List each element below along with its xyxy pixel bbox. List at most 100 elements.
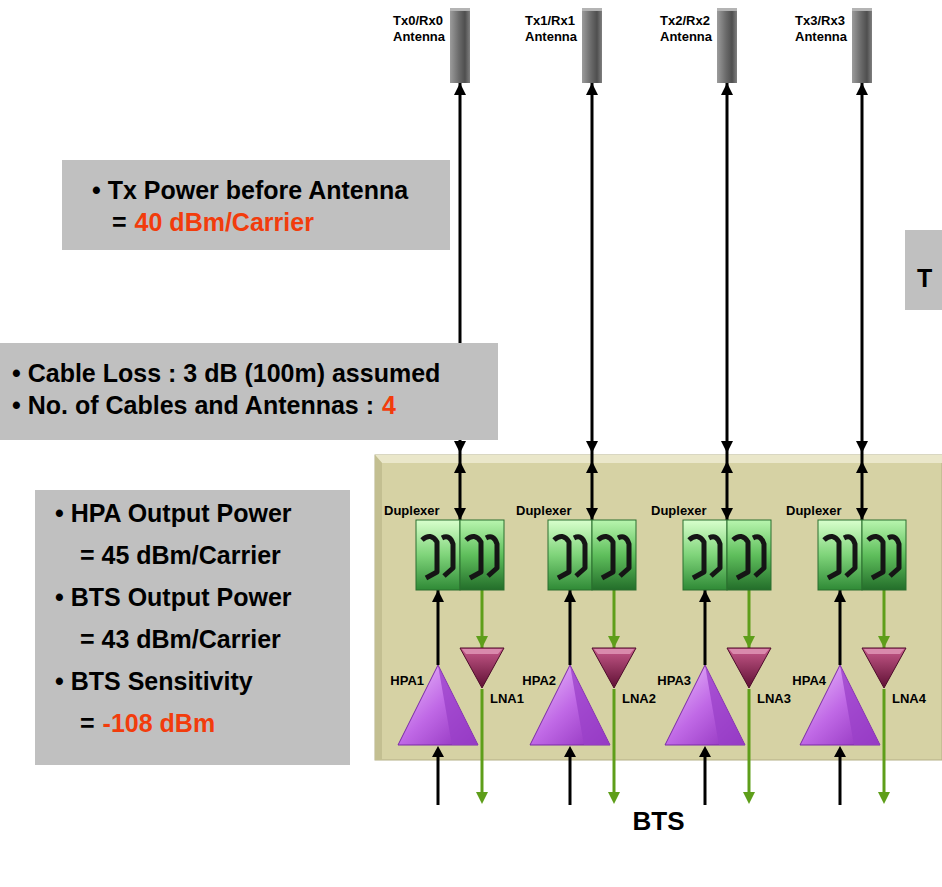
- filter-glyph: [709, 537, 720, 576]
- shape-outline: [683, 520, 771, 590]
- info-box: • Tx Power before Antenna = 40 dBm/Carrier: [62, 160, 450, 250]
- antenna-label: Tx1/Rx1 Antenna: [525, 13, 577, 45]
- duplexer-block: Duplexer: [818, 520, 906, 590]
- duplexer-panel: [683, 520, 727, 590]
- filter-glyph: [554, 536, 569, 578]
- shape-outline: [460, 648, 504, 688]
- text-line: = 40 dBm/Carrier: [92, 206, 408, 238]
- text-line: • Tx Power before Antenna: [92, 174, 408, 206]
- filter-glyph: [868, 536, 883, 578]
- box-content: • Cable Loss : 3 dB (100m) assumed• No. …: [12, 357, 440, 421]
- filter-glyph: [466, 536, 481, 578]
- info-text: • Tx Power before Antenna: [92, 176, 408, 204]
- antenna-label: Tx0/Rx0 Antenna: [393, 13, 445, 45]
- antenna-label: Tx3/Rx3 Antenna: [795, 13, 847, 45]
- signal-arrow: [459, 83, 462, 520]
- hpa-amplifier: HPA4: [800, 665, 880, 745]
- text-line: T: [917, 262, 932, 294]
- filter-glyph: [689, 536, 704, 578]
- hpa-amplifier: HPA2: [530, 665, 610, 745]
- amplifier-face: [705, 665, 745, 745]
- filter-glyph: [844, 537, 855, 576]
- filter-glyph: [422, 536, 437, 578]
- text-line: • Cable Loss : 3 dB (100m) assumed: [12, 357, 440, 389]
- amplifier-label: HPA1: [390, 673, 424, 688]
- shape-outline: [727, 648, 771, 688]
- info-text: • BTS Sensitivity: [55, 667, 253, 695]
- duplexer-label: Duplexer: [786, 503, 842, 518]
- amplifier-label: HPA3: [657, 673, 691, 688]
- filter-glyph: [733, 536, 748, 578]
- signal-arrow: [613, 590, 616, 648]
- text-line: • HPA Output Power: [55, 492, 292, 534]
- filter-glyph: [618, 537, 629, 576]
- amplifier-label: LNA4: [892, 691, 926, 706]
- filter-glyph: [442, 537, 453, 576]
- lna-amplifier: LNA2: [592, 648, 636, 688]
- antenna: Tx0/Rx0 Antenna: [450, 8, 470, 83]
- amplifier-face: [594, 649, 634, 654]
- info-text: • No. of Cables and Antennas :: [12, 391, 374, 419]
- duplexer-block: Duplexer: [548, 520, 636, 590]
- text-line: • No. of Cables and Antennas : 4: [12, 389, 440, 421]
- hpa-input-heads: [432, 746, 846, 757]
- amplifier-label: LNA3: [757, 691, 791, 706]
- bts-label: BTS: [633, 806, 685, 837]
- duplexer-panel: [548, 520, 592, 590]
- signal-arrow: [726, 83, 729, 520]
- info-box: • HPA Output Power = 45 dBm/Carrier • BTS …: [35, 490, 350, 765]
- signal-arrow: [861, 83, 864, 520]
- signal-arrow: [437, 590, 440, 665]
- hpa-amplifier: HPA1: [398, 665, 478, 745]
- info-text: =: [112, 208, 127, 236]
- info-text: = 43 dBm/Carrier: [80, 625, 281, 653]
- antenna-label: Tx2/Rx2 Antenna: [660, 13, 712, 45]
- hpa-input-arrows: [438, 756, 840, 805]
- duplexer-label: Duplexer: [384, 503, 440, 518]
- amplifier-face: [864, 649, 904, 654]
- bts-side-bevel: [375, 455, 382, 760]
- text-line: = 45 dBm/Carrier: [55, 534, 292, 576]
- info-box: T: [905, 230, 942, 310]
- info-text: • BTS Output Power: [55, 583, 292, 611]
- shape-outline: [592, 648, 636, 688]
- text-line: • BTS Sensitivity: [55, 660, 292, 702]
- signal-arrow: [481, 590, 484, 648]
- lna-amplifier: LNA4: [862, 648, 906, 688]
- text-line: • BTS Output Power: [55, 576, 292, 618]
- duplexer-block: Duplexer: [683, 520, 771, 590]
- info-text: 40 dBm/Carrier: [135, 208, 314, 236]
- amplifier-triangle: [460, 648, 504, 688]
- box-content: • HPA Output Power = 45 dBm/Carrier • BTS …: [55, 492, 292, 744]
- shape-outline: [548, 520, 636, 590]
- amplifier-face: [570, 665, 610, 745]
- filter-glyph: [574, 537, 585, 576]
- text-line: =-108 dBm: [55, 702, 292, 744]
- amplifier-face: [462, 649, 502, 654]
- lna-output-heads: [476, 792, 890, 804]
- duplexer-panel: [727, 520, 771, 590]
- info-text: 4: [382, 391, 396, 419]
- amplifier-label: LNA2: [622, 691, 656, 706]
- bts-enclosure: BTSDuplexerDuplexerDuplexerDuplexerHPA1L…: [375, 455, 942, 760]
- lna-amplifier: LNA3: [727, 648, 771, 688]
- filter-glyph: [486, 537, 497, 576]
- info-text: • HPA Output Power: [55, 499, 292, 527]
- filter-glyph: [598, 536, 613, 578]
- antenna: Tx2/Rx2 Antenna: [717, 8, 737, 83]
- filter-glyph: [824, 536, 839, 578]
- shape-outline: [862, 648, 906, 688]
- signal-arrow: [591, 83, 594, 520]
- info-text: • Cable Loss : 3 dB (100m) assumed: [12, 359, 440, 387]
- info-text: -108 dBm: [103, 709, 216, 737]
- amplifier-face: [840, 665, 880, 745]
- box-content: • Tx Power before Antenna = 40 dBm/Carrier: [92, 174, 408, 238]
- antenna: Tx3/Rx3 Antenna: [852, 8, 872, 83]
- duplexer-panel: [592, 520, 636, 590]
- hpa-amplifier: HPA3: [665, 665, 745, 745]
- text-line: = 43 dBm/Carrier: [55, 618, 292, 660]
- amplifier-face: [729, 649, 769, 654]
- duplexer-block: Duplexer: [416, 520, 504, 590]
- amplifier-triangle: [727, 648, 771, 688]
- duplexer-panel: [862, 520, 906, 590]
